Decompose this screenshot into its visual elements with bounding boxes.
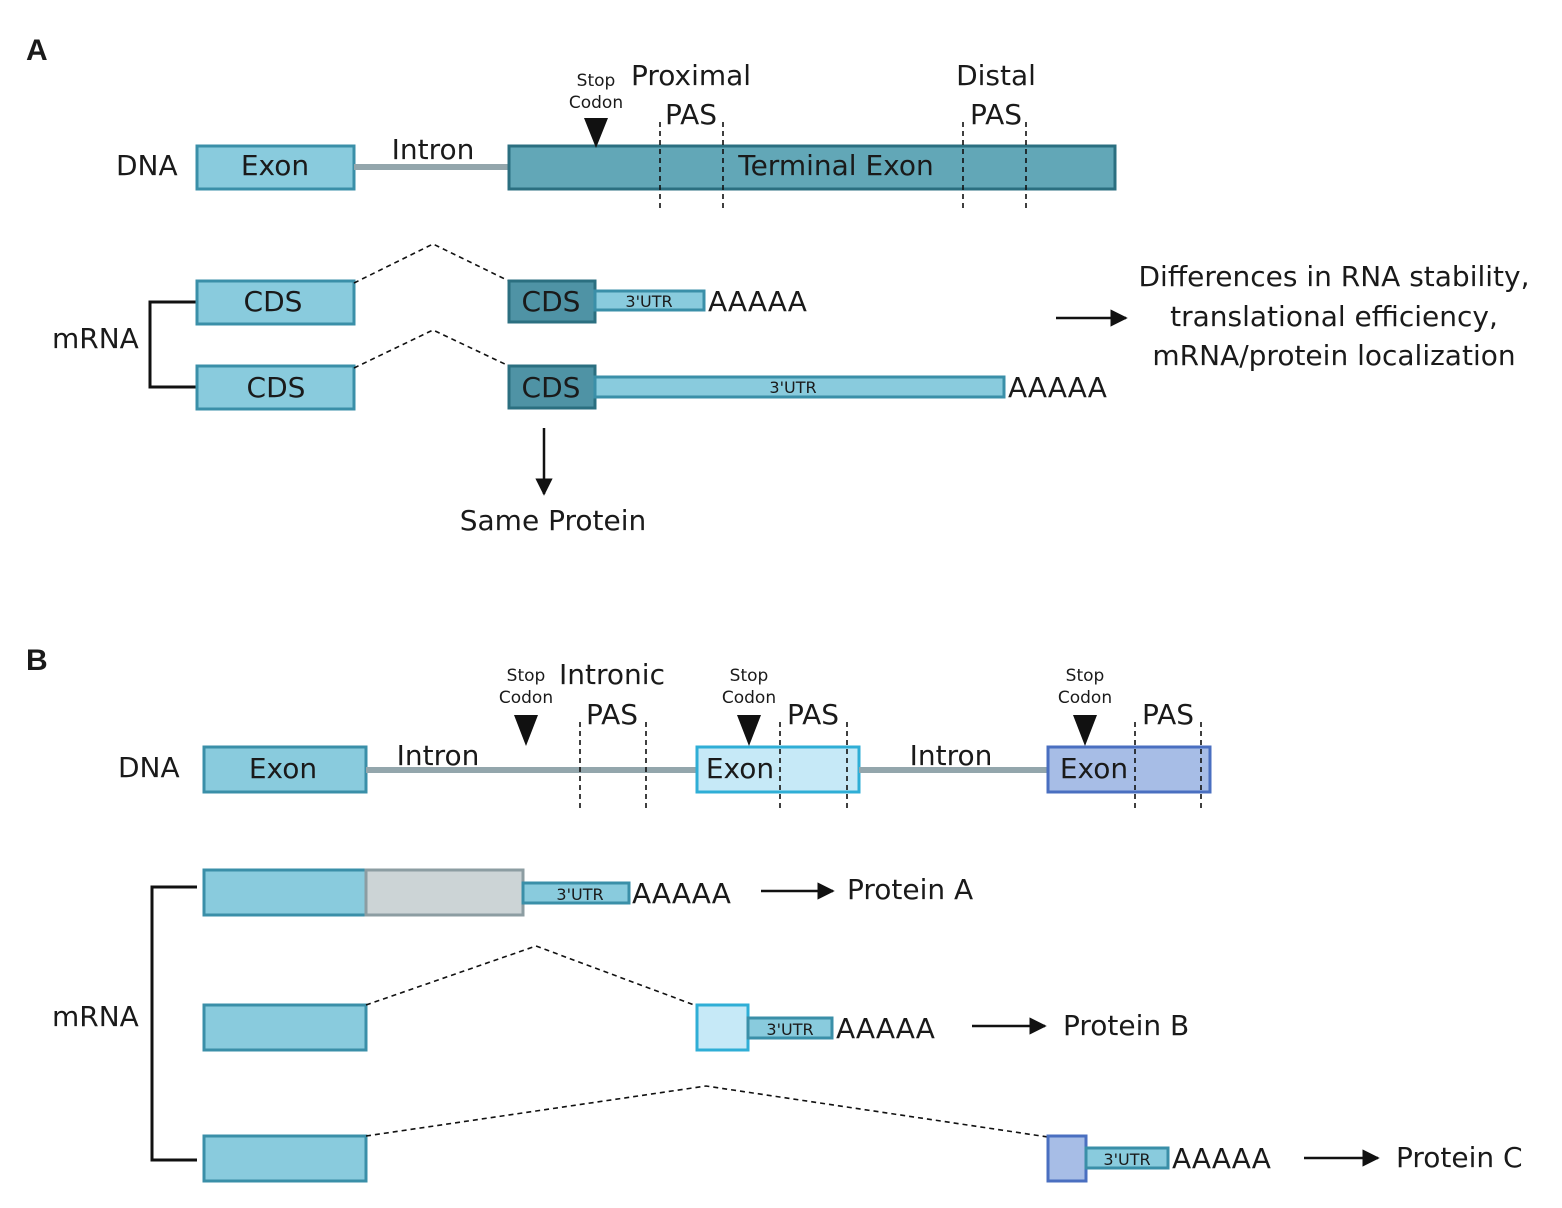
panel-a-mrna2-utr bbox=[593, 375, 1006, 399]
panel-a-outcome-line2: translational efficiency, bbox=[1170, 300, 1498, 333]
panel-a-mrna-bracket bbox=[148, 300, 197, 389]
panel-a-mrna2-cds-first-label: CDS bbox=[247, 371, 306, 404]
panel-a-stop-codon-line2: Codon bbox=[569, 93, 623, 113]
panel-b-mrna-a-retained-intron bbox=[364, 868, 525, 917]
panel-a-mrna2-polya: AAAAA bbox=[1008, 371, 1107, 404]
panel-b-mrna-a-utr bbox=[521, 881, 631, 905]
panel-b-dna-exon3-label: Exon bbox=[1060, 752, 1128, 785]
panel-b-dna-exon3 bbox=[1046, 745, 1212, 794]
panel-b-stop2-line1: Stop bbox=[730, 666, 769, 686]
panel-b-mrna-b-exon2 bbox=[695, 1003, 750, 1052]
panel-b-mrna-c-utr-label: 3'UTR bbox=[1103, 1150, 1150, 1169]
panel-b-protein-c: Protein C bbox=[1396, 1141, 1523, 1174]
panel-a-dna-label: DNA bbox=[116, 149, 178, 182]
panel-a-mrna1-utr bbox=[593, 289, 706, 312]
panel-a: A DNA Exon Intron Terminal Exon Stop Cod… bbox=[26, 34, 1530, 537]
panel-b-mrna-c-polya: AAAAA bbox=[1172, 1142, 1271, 1175]
panel-a-mrna1-polya: AAAAA bbox=[708, 285, 807, 318]
panel-a-terminal-exon bbox=[507, 144, 1117, 191]
panel-a-distal-line1: Distal bbox=[956, 59, 1036, 92]
panel-b-mrna-c-exon3 bbox=[1046, 1134, 1088, 1183]
panel-b-intronic-line2: PAS bbox=[586, 698, 638, 731]
panel-b-stop3-arrow-icon bbox=[1073, 715, 1097, 746]
panel-a-mrna1-cds-first-label: CDS bbox=[244, 285, 303, 318]
panel-b-mrna-a-polya: AAAAA bbox=[632, 877, 731, 910]
panel-a-terminal-exon-label: Terminal Exon bbox=[737, 149, 934, 182]
panel-b-stop3-line2: Codon bbox=[1058, 688, 1112, 708]
panel-b: B DNA Exon Intron Exon Intron Exon Stop … bbox=[26, 644, 1523, 1183]
panel-b-protein-b: Protein B bbox=[1063, 1009, 1189, 1042]
panel-b-mrna-b-utr bbox=[746, 1016, 834, 1040]
panel-b-mrna-a-utr-label: 3'UTR bbox=[556, 885, 603, 904]
panel-a-proximal-line2: PAS bbox=[665, 98, 717, 131]
panel-b-stop3-line1: Stop bbox=[1066, 666, 1105, 686]
panel-a-letter: A bbox=[26, 34, 48, 67]
panel-a-same-protein: Same Protein bbox=[460, 504, 646, 537]
panel-b-stop1-line2: Codon bbox=[499, 688, 553, 708]
panel-a-proximal-line1: Proximal bbox=[631, 59, 751, 92]
panel-b-mrna-b-polya: AAAAA bbox=[836, 1012, 935, 1045]
panel-a-mrna2-cds-last-label: CDS bbox=[522, 371, 581, 404]
panel-b-stop2-line2: Codon bbox=[722, 688, 776, 708]
panel-b-letter: B bbox=[26, 644, 48, 677]
panel-b-dna-exon1 bbox=[202, 745, 368, 794]
panel-b-intronic-line1: Intronic bbox=[559, 658, 665, 691]
panel-a-distal-line2: PAS bbox=[970, 98, 1022, 131]
panel-b-stop2-arrow-icon bbox=[737, 715, 761, 746]
panel-b-stop1-line1: Stop bbox=[507, 666, 546, 686]
panel-a-mrna1-cds-last-label: CDS bbox=[522, 285, 581, 318]
panel-a-stop-codon-arrow-icon bbox=[584, 118, 608, 148]
panel-b-pas2-label: PAS bbox=[787, 698, 839, 731]
panel-b-mrna-b-utr-label: 3'UTR bbox=[766, 1020, 813, 1039]
panel-a-dna-exon-label: Exon bbox=[241, 149, 309, 182]
panel-a-mrna1-splice bbox=[353, 243, 510, 284]
panel-a-mrna2-cds-first bbox=[195, 364, 356, 411]
panel-b-dna-exon1-label: Exon bbox=[249, 752, 317, 785]
panel-b-dna-label: DNA bbox=[118, 751, 180, 784]
panel-a-mrna1-cds-first bbox=[195, 279, 356, 326]
panel-b-mrna-b-exon bbox=[202, 1003, 368, 1052]
panel-b-dna-exon2 bbox=[695, 745, 861, 794]
panel-a-outcome-line1: Differences in RNA stability, bbox=[1138, 260, 1529, 293]
panel-b-stop1-arrow-icon bbox=[514, 715, 538, 746]
panel-b-protein-a: Protein A bbox=[847, 873, 973, 906]
panel-a-dna-exon bbox=[195, 144, 356, 191]
panel-a-stop-codon-line1: Stop bbox=[577, 71, 616, 91]
panel-a-mrna2-cds-last bbox=[507, 364, 597, 410]
panel-a-mrna-label: mRNA bbox=[52, 322, 139, 355]
panel-a-outcome-line3: mRNA/protein localization bbox=[1152, 339, 1515, 372]
panel-b-mrna-bracket bbox=[150, 885, 197, 1162]
panel-a-mrna1-utr-label: 3'UTR bbox=[625, 292, 672, 311]
panel-b-mrna-a-exon bbox=[202, 868, 368, 917]
panel-b-dna-exon2-label: Exon bbox=[706, 752, 774, 785]
panel-a-intron-label: Intron bbox=[392, 133, 475, 166]
panel-b-mrna-c-exon bbox=[202, 1134, 368, 1183]
panel-b-mrna-label: mRNA bbox=[52, 1000, 139, 1033]
panel-b-mrna-c-utr bbox=[1084, 1146, 1170, 1170]
panel-b-mrna-b-splice bbox=[365, 945, 698, 1007]
panel-b-intron1-label: Intron bbox=[397, 739, 480, 772]
panel-b-mrna-c-splice bbox=[365, 1085, 1049, 1138]
panel-a-mrna2-utr-label: 3'UTR bbox=[769, 378, 816, 397]
panel-b-pas3-label: PAS bbox=[1142, 698, 1194, 731]
panel-a-mrna2-splice bbox=[353, 329, 510, 369]
panel-b-intron2-label: Intron bbox=[910, 739, 993, 772]
